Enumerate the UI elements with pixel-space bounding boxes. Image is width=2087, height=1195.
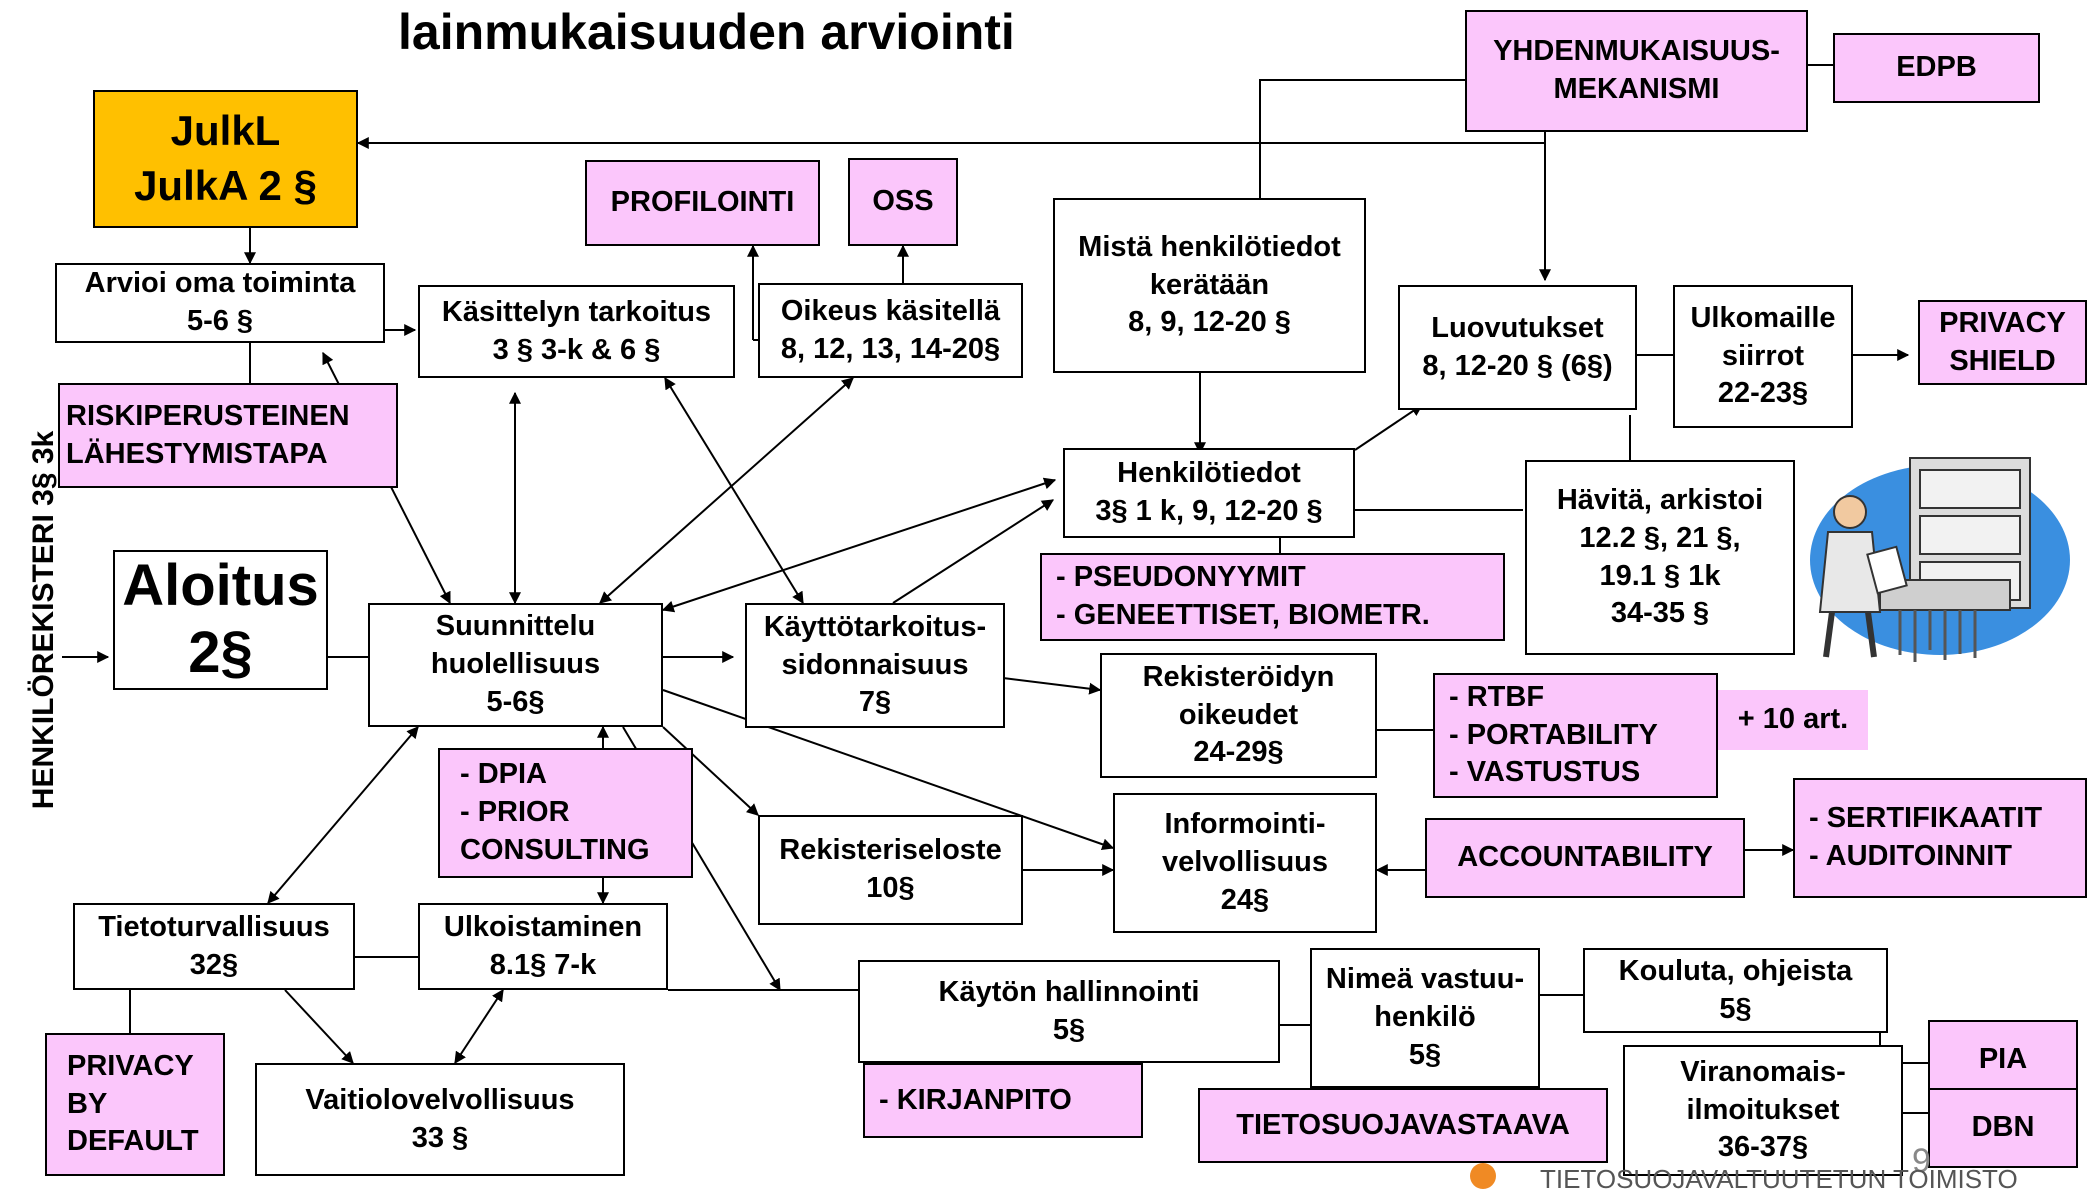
page-number: 9 <box>1912 1142 1931 1180</box>
arrow-kayttotarkoitus-rekisteroidyn <box>1002 677 1102 695</box>
arrow-yhdenmukaisuus-mista <box>1254 79 1465 212</box>
plus-10-art-label: + 10 art. <box>1718 690 1868 750</box>
arrow-ulkoistaminen-vaitiolo <box>454 988 504 1065</box>
arrow-suunnittelu-informointi <box>662 689 1115 851</box>
rtbf-box: - RTBF- PORTABILITY- VASTUSTUS <box>1433 673 1718 798</box>
arrow-oikeus-suunnittelu <box>599 377 854 604</box>
arrow-suunnittelu-tietoturva <box>267 726 419 904</box>
accountability-box: ACCOUNTABILITY <box>1425 818 1745 898</box>
yhdenmukaisuus-box: YHDENMUKAISUUS-MEKANISMI <box>1465 10 1808 132</box>
pia-box: PIA <box>1928 1020 2078 1100</box>
arrow-kayttotarkoitus-henkilotiedot <box>892 499 1055 604</box>
footer-text: TIETOSUOJAVALTUUTETUN TOIMISTO <box>1540 1164 2018 1194</box>
pseudonyymit-box: - PSEUDONYYMIT- GENEETTISET, BIOMETR. <box>1040 553 1505 641</box>
arrow-suunnittelu-henkilotiedot <box>661 477 1057 613</box>
edpb-box: EDPB <box>1833 33 2040 103</box>
tietosuojavastaava-box: TIETOSUOJAVASTAAVA <box>1198 1088 1608 1163</box>
arrow-suunnittelu-rekisteriseloste <box>662 726 759 816</box>
oss-box: OSS <box>848 158 958 246</box>
footer-logo <box>1470 1163 1496 1189</box>
arrow-kasittelyn-kayttotarkoitus <box>664 376 804 605</box>
profilointi-box: PROFILOINTI <box>585 160 820 246</box>
side-vertical-label: HENKILÖREKISTERI 3§ 3k <box>27 430 60 810</box>
arrow-tietoturva-vaitiolo <box>284 989 354 1064</box>
page-title: lainmukaisuuden arviointi <box>398 4 1015 60</box>
arrow-henkilotiedot-luovutukset <box>1354 404 1423 451</box>
kirjanpito-box: - KIRJANPITO <box>863 1063 1143 1138</box>
sertifikaatit-box: - SERTIFIKAATIT- AUDITOINNIT <box>1793 778 2087 898</box>
dbn-box: DBN <box>1928 1088 2078 1168</box>
shredder-clipart-illustration <box>1810 457 2070 662</box>
